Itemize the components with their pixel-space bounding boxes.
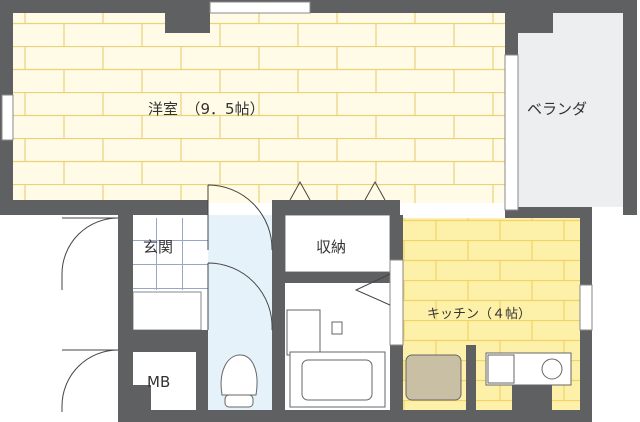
- entrance-floor: [133, 218, 208, 290]
- balcony-floor: [518, 13, 623, 207]
- label-storage: 収納: [316, 238, 346, 256]
- label-meter-box: MB: [147, 373, 170, 391]
- shoe-box: [132, 291, 202, 331]
- mb-door: [61, 349, 119, 412]
- label-kitchen: キッチン（４帖）: [427, 307, 531, 322]
- window-top: [209, 1, 311, 14]
- label-entrance: 玄関: [143, 238, 173, 256]
- stove: [541, 358, 563, 380]
- toilet-door: [207, 262, 273, 331]
- fixtures: [220, 309, 572, 408]
- room-door: [207, 184, 273, 251]
- western-room-floor: [13, 13, 505, 203]
- window-kitchen: [579, 284, 593, 331]
- label-western-room: 洋室 （9．5帖）: [148, 100, 265, 118]
- bath-door-swing: [354, 273, 391, 306]
- bath-door: [389, 259, 404, 346]
- toilet: [220, 354, 258, 396]
- doors[interactable]: [61, 180, 391, 412]
- window-balcony: [504, 54, 519, 211]
- window-left: [1, 94, 14, 141]
- entrance-door: [61, 217, 119, 290]
- storage-doors: [289, 180, 386, 201]
- washing-machine-pan: [405, 354, 462, 401]
- label-balcony: ベランダ: [527, 100, 587, 118]
- washbasin: [286, 309, 321, 356]
